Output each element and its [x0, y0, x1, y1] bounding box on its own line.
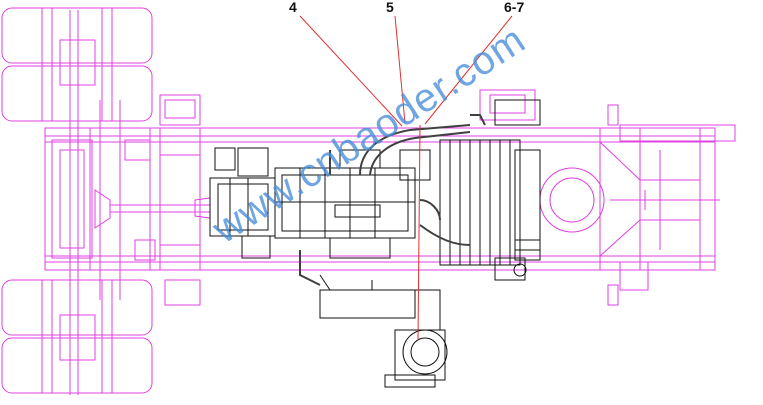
- callout-leaders: [299, 15, 513, 341]
- rear-wheels: [1, 7, 153, 394]
- leader-4: [299, 15, 403, 127]
- engine-assembly: [209, 99, 541, 388]
- callout-label-5: 5: [386, 0, 394, 15]
- callout-label-4: 4: [289, 0, 297, 15]
- callout-label-6-7: 6-7: [504, 0, 525, 15]
- driveshaft: [94, 189, 211, 229]
- pipework: [299, 114, 486, 286]
- leader-5: [394, 15, 406, 124]
- chassis-frame: [44, 10, 736, 395]
- leader-6-7: [424, 15, 513, 125]
